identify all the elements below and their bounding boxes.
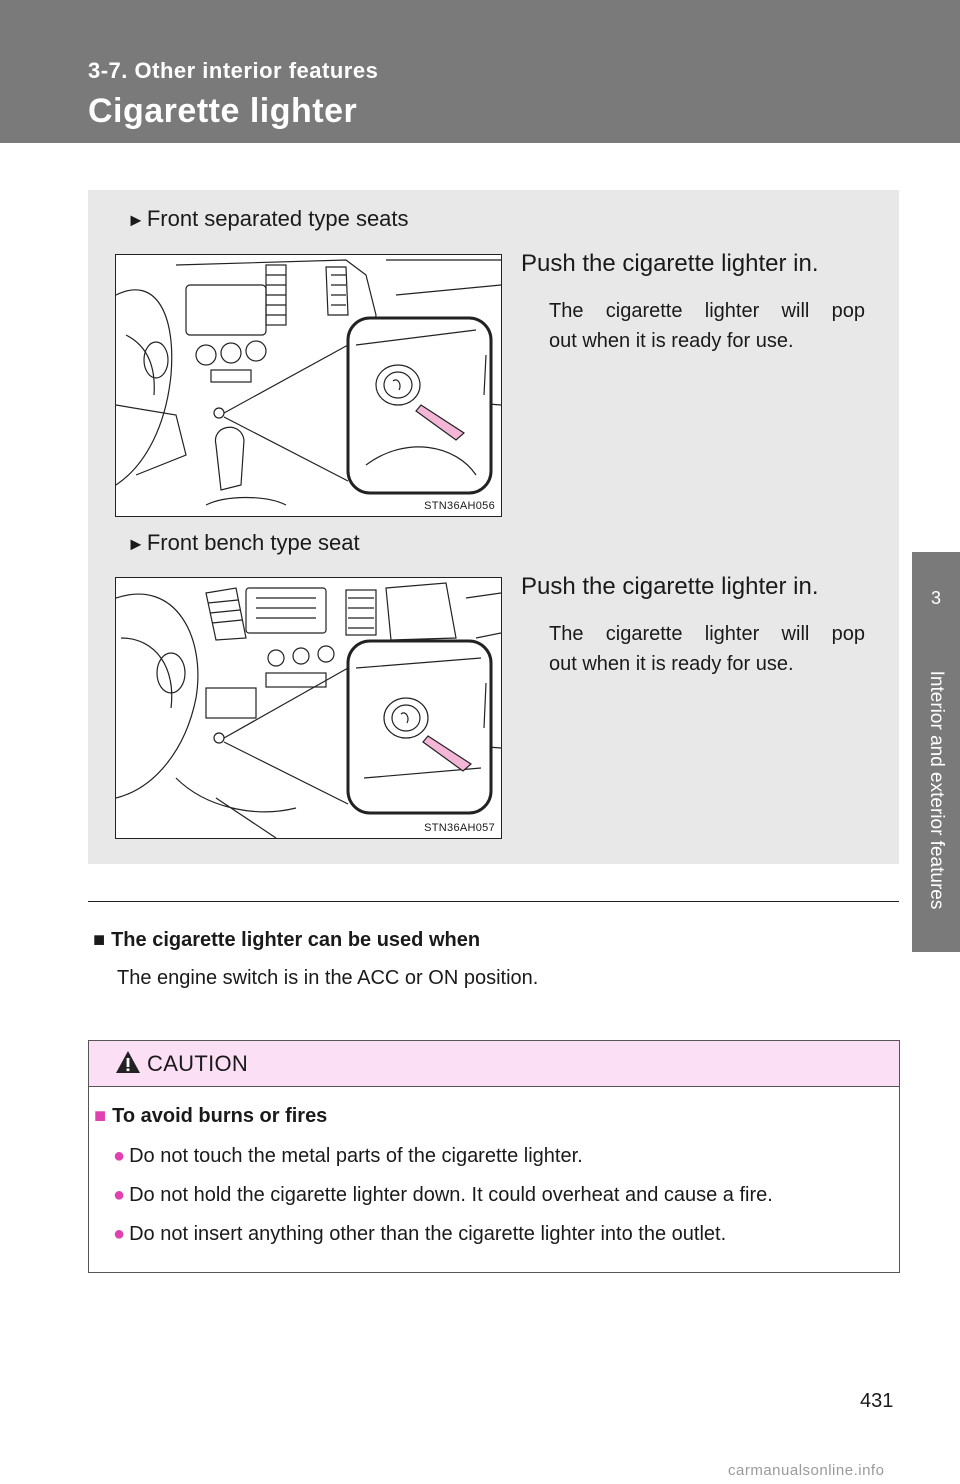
caution-item: ●Do not hold the cigarette lighter down.… bbox=[113, 1184, 773, 1206]
dashboard-illustration-icon bbox=[116, 259, 501, 506]
square-bullet-icon: ■ bbox=[93, 929, 106, 951]
subsection-heading-separated: ►Front separated type seats bbox=[127, 206, 409, 231]
page-title: Cigarette lighter bbox=[88, 92, 358, 130]
triangle-bullet-icon: ► bbox=[127, 210, 145, 230]
caution-subheading: ■To avoid burns or fires bbox=[94, 1105, 328, 1127]
divider bbox=[88, 901, 899, 902]
figure-bench-seat: STN36AH057 bbox=[115, 577, 502, 839]
triangle-bullet-icon: ► bbox=[127, 534, 145, 554]
warning-triangle-icon bbox=[116, 1051, 140, 1073]
figure-code: STN36AH057 bbox=[424, 822, 495, 834]
watermark: carmanualsonline.info bbox=[728, 1462, 885, 1479]
dashboard-illustration-icon bbox=[116, 582, 501, 838]
figure-code: STN36AH056 bbox=[424, 500, 495, 512]
instruction-text: Push the cigarette lighter in. bbox=[521, 250, 819, 277]
caution-item: ●Do not insert anything other than the c… bbox=[113, 1223, 727, 1245]
caution-title: CAUTION bbox=[147, 1051, 249, 1076]
instruction-detail: The cigarette lighter will pop out when … bbox=[549, 623, 865, 675]
subsection-heading-bench: ►Front bench type seat bbox=[127, 530, 360, 555]
page-number: 431 bbox=[860, 1390, 894, 1412]
caution-item: ●Do not touch the metal parts of the cig… bbox=[113, 1145, 583, 1167]
circle-bullet-icon: ● bbox=[113, 1145, 126, 1167]
chapter-side-tab bbox=[912, 552, 960, 952]
circle-bullet-icon: ● bbox=[113, 1223, 126, 1245]
figure-separated-seats: STN36AH056 bbox=[115, 254, 502, 517]
note-heading: ■The cigarette lighter can be used when bbox=[93, 929, 481, 951]
chapter-number: 3 bbox=[930, 588, 941, 608]
instruction-text: Push the cigarette lighter in. bbox=[521, 573, 819, 600]
chapter-side-title: Interior and exterior features bbox=[926, 670, 947, 910]
note-body: The engine switch is in the ACC or ON po… bbox=[117, 967, 539, 989]
instruction-detail: The cigarette lighter will pop out when … bbox=[549, 300, 865, 352]
chapter-header: 3-7. Other interior features Cigarette l… bbox=[0, 0, 960, 143]
circle-bullet-icon: ● bbox=[113, 1184, 126, 1206]
caution-header: CAUTION bbox=[89, 1041, 899, 1087]
square-bullet-icon: ■ bbox=[94, 1105, 107, 1127]
caution-box: CAUTION ■To avoid burns or fires ●Do not… bbox=[88, 1040, 900, 1273]
section-label: 3-7. Other interior features bbox=[88, 58, 379, 83]
